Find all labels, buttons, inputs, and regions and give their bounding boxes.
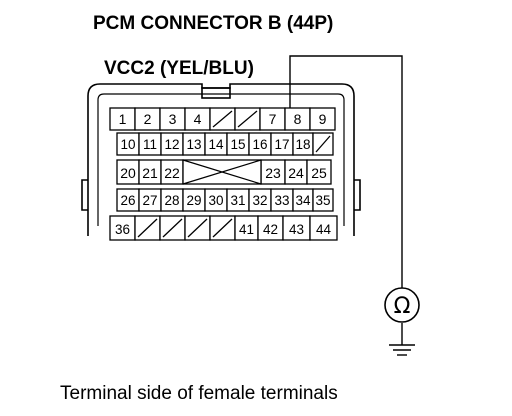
empty-slash (212, 110, 233, 128)
empty-slash (315, 135, 331, 153)
terminal-cell (309, 107, 336, 131)
terminal-label: 28 (164, 193, 179, 208)
terminal-label: 10 (120, 137, 135, 152)
ohm-symbol: Ω (394, 294, 411, 319)
terminal-cell (306, 159, 332, 185)
terminal-label: 23 (265, 165, 281, 181)
terminal-label: 7 (269, 111, 277, 127)
terminal-label: 14 (208, 137, 224, 152)
terminal-label: 36 (115, 222, 130, 237)
terminal-label: 31 (230, 193, 245, 208)
empty-slash (187, 218, 208, 238)
terminal-label: 17 (274, 137, 289, 152)
connector-title: PCM CONNECTOR B (44P) (93, 13, 333, 34)
terminal-label: 43 (289, 222, 304, 237)
terminal-label: 32 (252, 193, 267, 208)
terminal-cell (312, 188, 334, 212)
terminal-label: 18 (295, 137, 310, 152)
terminal-label: 27 (142, 193, 157, 208)
terminal-label: 30 (208, 193, 223, 208)
terminal-label: 26 (120, 193, 135, 208)
terminal-label: 35 (315, 193, 330, 208)
view-caption: Terminal side of female terminals (60, 383, 338, 404)
terminal-label: 24 (288, 165, 304, 181)
terminal-label: 1 (119, 111, 127, 127)
terminal-label: 33 (274, 193, 289, 208)
terminal-label: 21 (142, 165, 158, 181)
terminal-label: 44 (316, 222, 332, 237)
empty-slash (237, 110, 258, 128)
blank-cross (182, 159, 262, 185)
terminal-label: 16 (252, 137, 267, 152)
pin-label: VCC2 (YEL/BLU) (104, 58, 254, 79)
terminal-cell (309, 215, 338, 241)
terminal-cell (109, 215, 136, 241)
empty-slash (162, 218, 183, 238)
terminal-label: 41 (239, 222, 254, 237)
meter-lead (289, 55, 415, 356)
terminal-label: 29 (186, 193, 201, 208)
terminal-label: 12 (164, 137, 179, 152)
terminal-label: 9 (319, 111, 327, 127)
terminal-label: 13 (186, 137, 201, 152)
ohmmeter-icon (384, 287, 420, 323)
terminal-label: 4 (194, 111, 202, 127)
empty-slash (212, 218, 233, 238)
terminal-label: 22 (164, 165, 180, 181)
terminal-label: 2 (144, 111, 152, 127)
terminal-label: 8 (294, 111, 302, 127)
terminal-cell (282, 215, 311, 241)
terminal-label: 34 (295, 193, 311, 208)
connector-housing (81, 83, 361, 236)
empty-slash (137, 218, 158, 238)
ohmmeter: Ω (384, 287, 420, 323)
terminal-label: 11 (143, 137, 157, 152)
terminal-label: 20 (120, 165, 136, 181)
terminal-label: 25 (311, 165, 327, 181)
terminal-label: 42 (263, 222, 278, 237)
terminal-label: 15 (230, 137, 245, 152)
terminal-label: 3 (169, 111, 177, 127)
